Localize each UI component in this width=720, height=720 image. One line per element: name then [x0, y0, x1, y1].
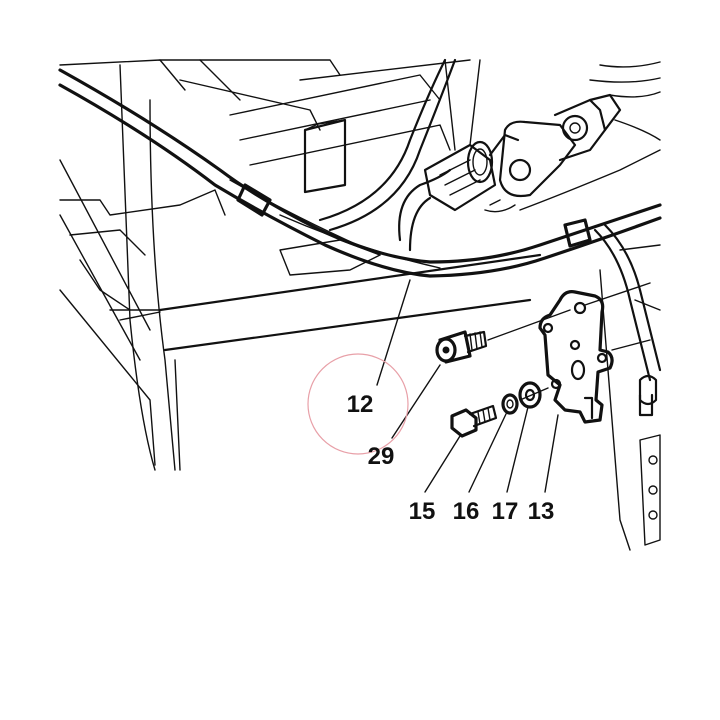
frame-structure [59, 59, 661, 551]
callout-17: 17 [492, 498, 519, 525]
flat-washer [518, 381, 542, 409]
leader-17-to-bracket [519, 387, 549, 401]
callout-13: 13 [528, 498, 555, 525]
callout-29: 29 [368, 443, 395, 470]
callout-16: 16 [453, 498, 480, 525]
leader-bracket-top [584, 282, 651, 306]
leader-12 [376, 279, 411, 386]
callout-15: 15 [409, 498, 436, 525]
mounting-bracket [538, 290, 614, 424]
leader-13 [544, 414, 559, 493]
callout-labels: 12 29 15 16 17 13 [347, 391, 555, 525]
socket-head-bolt [435, 330, 488, 364]
leader-17 [506, 406, 529, 493]
leader-lines [376, 279, 651, 493]
leader-29 [391, 364, 441, 439]
leader-bracket-to-panel [611, 339, 651, 351]
leader-15 [424, 435, 461, 493]
lock-washer [501, 393, 519, 415]
highlight-circle [307, 353, 409, 455]
callout-12: 12 [347, 391, 374, 418]
leader-29-to-bracket [487, 309, 571, 341]
hex-bolt [450, 404, 498, 438]
multi-pin-connector [484, 61, 661, 213]
wiring-harness [58, 58, 662, 417]
leader-16 [468, 413, 507, 493]
